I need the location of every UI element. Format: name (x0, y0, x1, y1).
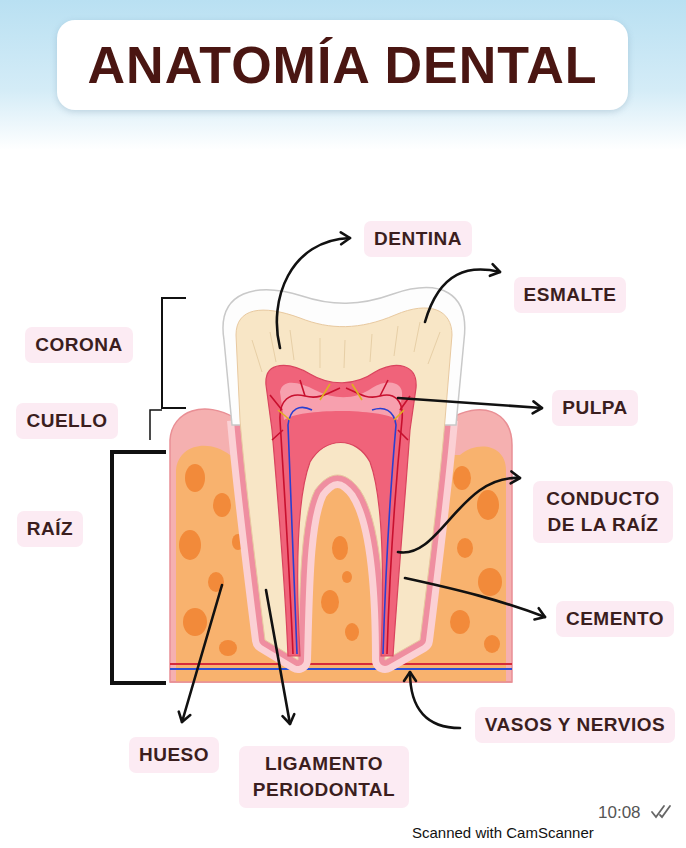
leader-arrows (182, 238, 545, 728)
label-text: CUELLO (26, 408, 107, 434)
artery-line (170, 663, 512, 665)
pulp (266, 365, 416, 656)
read-ticks (652, 806, 670, 817)
label-text: DENTINA (374, 226, 462, 252)
label-box: CONDUCTO DE LA RAÍZ (533, 481, 673, 542)
label-text: CONDUCTO DE LA RAÍZ (543, 486, 663, 537)
pulp-vessels (270, 380, 410, 654)
label-box: PULPA (552, 390, 637, 426)
bone-spots (179, 464, 502, 656)
label-text: VASOS Y NERVIOS (485, 712, 665, 738)
label-box: ESMALTE (514, 277, 627, 313)
label-box: DENTINA (364, 221, 472, 257)
label-text: HUESO (139, 742, 209, 768)
label-box: CUELLO (16, 403, 117, 439)
crown-bracket (162, 298, 186, 408)
base-line (170, 681, 512, 683)
title-box: ANATOMÍA DENTAL (57, 20, 628, 110)
label-text: PULPA (562, 395, 627, 421)
label-box: CEMENTO (556, 601, 674, 637)
root-bracket (112, 452, 166, 683)
vein-line (170, 668, 512, 670)
label-text: CEMENTO (566, 606, 664, 632)
label-text: CORONA (35, 332, 122, 358)
label-text: LIGAMENTO PERIODONTAL (249, 751, 399, 802)
title-text: ANATOMÍA DENTAL (88, 35, 598, 95)
label-box: HUESO (129, 737, 219, 773)
label-box: CORONA (25, 327, 132, 363)
label-box: VASOS Y NERVIOS (475, 707, 675, 743)
timestamp: 10:08 (598, 803, 641, 823)
neck-bracket (150, 410, 162, 440)
watermark: Scanned with CamScanner (412, 824, 594, 841)
label-box: LIGAMENTO PERIODONTAL (239, 746, 409, 807)
label-text: RAÍZ (27, 516, 73, 542)
label-text: ESMALTE (524, 282, 617, 308)
label-box: RAÍZ (17, 511, 83, 547)
